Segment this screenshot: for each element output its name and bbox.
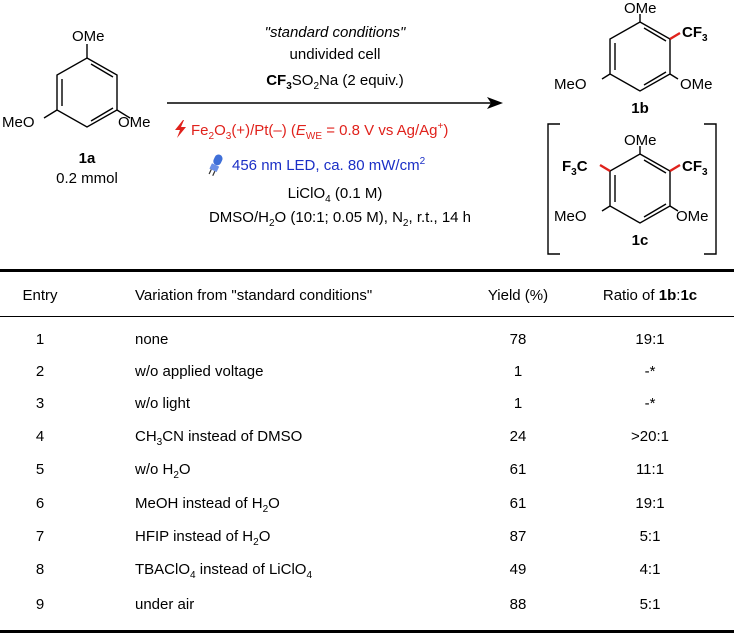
- row-yield: 88: [509, 596, 527, 613]
- row-variation: CH3CN instead of DMSO: [135, 428, 303, 448]
- reaction-arrow: [167, 97, 503, 109]
- row-ratio: -*: [644, 363, 656, 380]
- header-entry: Entry: [22, 287, 58, 304]
- cell-type: undivided cell: [289, 46, 381, 63]
- row-yield: 1: [513, 395, 523, 412]
- header-yield: Yield (%): [487, 287, 549, 304]
- substrate-1a-structure: [43, 44, 131, 128]
- substrate-1a-amount: 0.2 mmol: [56, 170, 118, 187]
- product-1b-ome-right: OMe: [680, 76, 713, 93]
- row-variation: MeOH instead of H2O: [135, 495, 280, 515]
- row-yield: 61: [509, 461, 527, 478]
- row-entry: 4: [35, 428, 45, 445]
- product-1b-label: 1b: [631, 100, 649, 117]
- product-1b-meo-left: MeO: [554, 76, 587, 93]
- electrode-conditions: Fe2O3(+)/Pt(–) (EWE = 0.8 V vs Ag/Ag+): [174, 120, 448, 142]
- row-entry: 8: [35, 561, 45, 578]
- row-entry: 7: [35, 528, 45, 545]
- light-conditions: 456 nm LED, ca. 80 mW/cm2: [206, 152, 425, 176]
- reagent-cf3so2na: CF3SO2Na (2 equiv.): [266, 72, 404, 92]
- row-variation: under air: [135, 596, 195, 613]
- product-1c-cf3-left: F3C: [562, 158, 588, 178]
- solvent-conditions: DMSO/H2O (10:1; 0.05 M), N2, r.t., 14 h: [208, 209, 472, 229]
- header-ratio: Ratio of 1b:1c: [602, 287, 698, 304]
- row-yield: 24: [509, 428, 527, 445]
- product-1c-cf3-right: CF3: [682, 158, 708, 178]
- row-variation: HFIP instead of H2O: [135, 528, 271, 548]
- row-variation: w/o H2O: [135, 461, 191, 481]
- row-yield: 1: [513, 363, 523, 380]
- row-ratio: 4:1: [639, 561, 661, 578]
- row-yield: 87: [509, 528, 527, 545]
- row-yield: 78: [509, 331, 527, 348]
- row-yield: 61: [509, 495, 527, 512]
- product-1b-cf3: CF3: [682, 24, 708, 44]
- row-ratio: 5:1: [639, 596, 661, 613]
- row-variation: TBAClO4 instead of LiClO4: [135, 561, 313, 581]
- row-entry: 1: [35, 331, 45, 348]
- standard-conditions-label: "standard conditions": [264, 24, 406, 41]
- table-bottom-rule: [0, 630, 734, 633]
- led-bulb-icon: [208, 154, 223, 176]
- row-ratio: 19:1: [635, 495, 665, 512]
- row-entry: 9: [35, 596, 45, 613]
- product-1c-meo-left: MeO: [554, 208, 587, 225]
- substrate-1a-ome-right: OMe: [118, 114, 151, 131]
- row-entry: 2: [35, 363, 45, 380]
- row-variation: none: [135, 331, 169, 348]
- substrate-1a-label: 1a: [78, 150, 96, 167]
- product-1b-ome-top: OMe: [624, 0, 657, 17]
- table-top-rule: [0, 269, 734, 272]
- electrolyte: LiClO4 (0.1 M): [287, 185, 383, 205]
- table-header-rule: [0, 316, 734, 317]
- product-1c-structure: [547, 123, 717, 255]
- row-ratio: -*: [644, 395, 656, 412]
- substrate-1a-meo-left: MeO: [2, 114, 35, 131]
- lightning-bolt-icon: [175, 120, 186, 138]
- product-1c-label: 1c: [631, 232, 649, 249]
- header-variation: Variation from "standard conditions": [135, 287, 373, 304]
- product-1c-ome-right: OMe: [676, 208, 709, 225]
- row-ratio: >20:1: [631, 428, 669, 445]
- row-ratio: 11:1: [635, 461, 665, 478]
- row-variation: w/o applied voltage: [135, 363, 264, 380]
- row-yield: 49: [509, 561, 527, 578]
- row-entry: 3: [35, 395, 45, 412]
- row-variation: w/o light: [135, 395, 191, 412]
- row-entry: 6: [35, 495, 45, 512]
- row-ratio: 5:1: [639, 528, 661, 545]
- row-entry: 5: [35, 461, 45, 478]
- product-1c-ome-top: OMe: [624, 132, 657, 149]
- product-1b-structure: [601, 14, 681, 92]
- substrate-1a-ome-top: OMe: [72, 28, 105, 45]
- row-ratio: 19:1: [635, 331, 665, 348]
